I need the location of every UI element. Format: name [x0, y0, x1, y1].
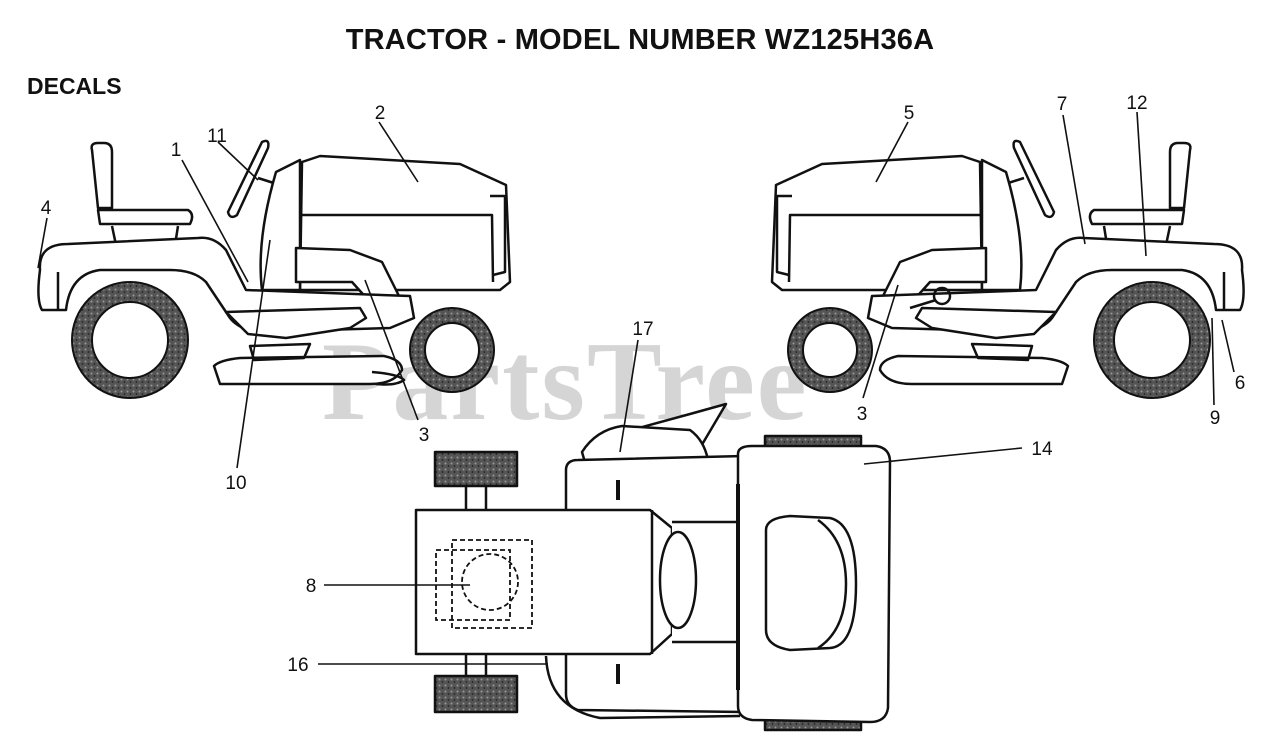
- callout-3-left: 3: [419, 425, 430, 446]
- top-view-tractor: [414, 402, 892, 732]
- front-tire-bottom: [433, 674, 519, 714]
- callout-12: 12: [1126, 93, 1147, 114]
- callout-6: 6: [1235, 373, 1246, 394]
- callout-4: 4: [41, 198, 52, 219]
- callout-numbers: 1 2 3 3 4 5 6 7 8 9 10 11 12 14 16 17: [41, 93, 1246, 676]
- callout-10: 10: [225, 473, 246, 494]
- front-tire-top: [433, 450, 519, 488]
- leader-lines: [37, 111, 1235, 665]
- callout-2: 2: [375, 103, 386, 124]
- callout-5: 5: [904, 103, 915, 124]
- callout-11: 11: [207, 126, 227, 147]
- right-tractor-view: [770, 139, 1245, 386]
- diagram-title: TRACTOR - MODEL NUMBER WZ125H36A: [345, 24, 935, 56]
- left-tractor-view: [37, 139, 512, 386]
- callout-14: 14: [1031, 439, 1053, 460]
- callout-7: 7: [1057, 94, 1068, 115]
- callout-8: 8: [306, 576, 317, 597]
- callout-9: 9: [1210, 408, 1221, 429]
- left-tractor-wheels: [71, 281, 495, 399]
- callout-3-right: 3: [857, 404, 868, 425]
- callout-17: 17: [632, 319, 653, 340]
- callout-16: 16: [287, 655, 308, 676]
- section-label: DECALS: [27, 73, 122, 99]
- right-tractor-wheels: [787, 281, 1211, 399]
- callout-1: 1: [171, 140, 182, 161]
